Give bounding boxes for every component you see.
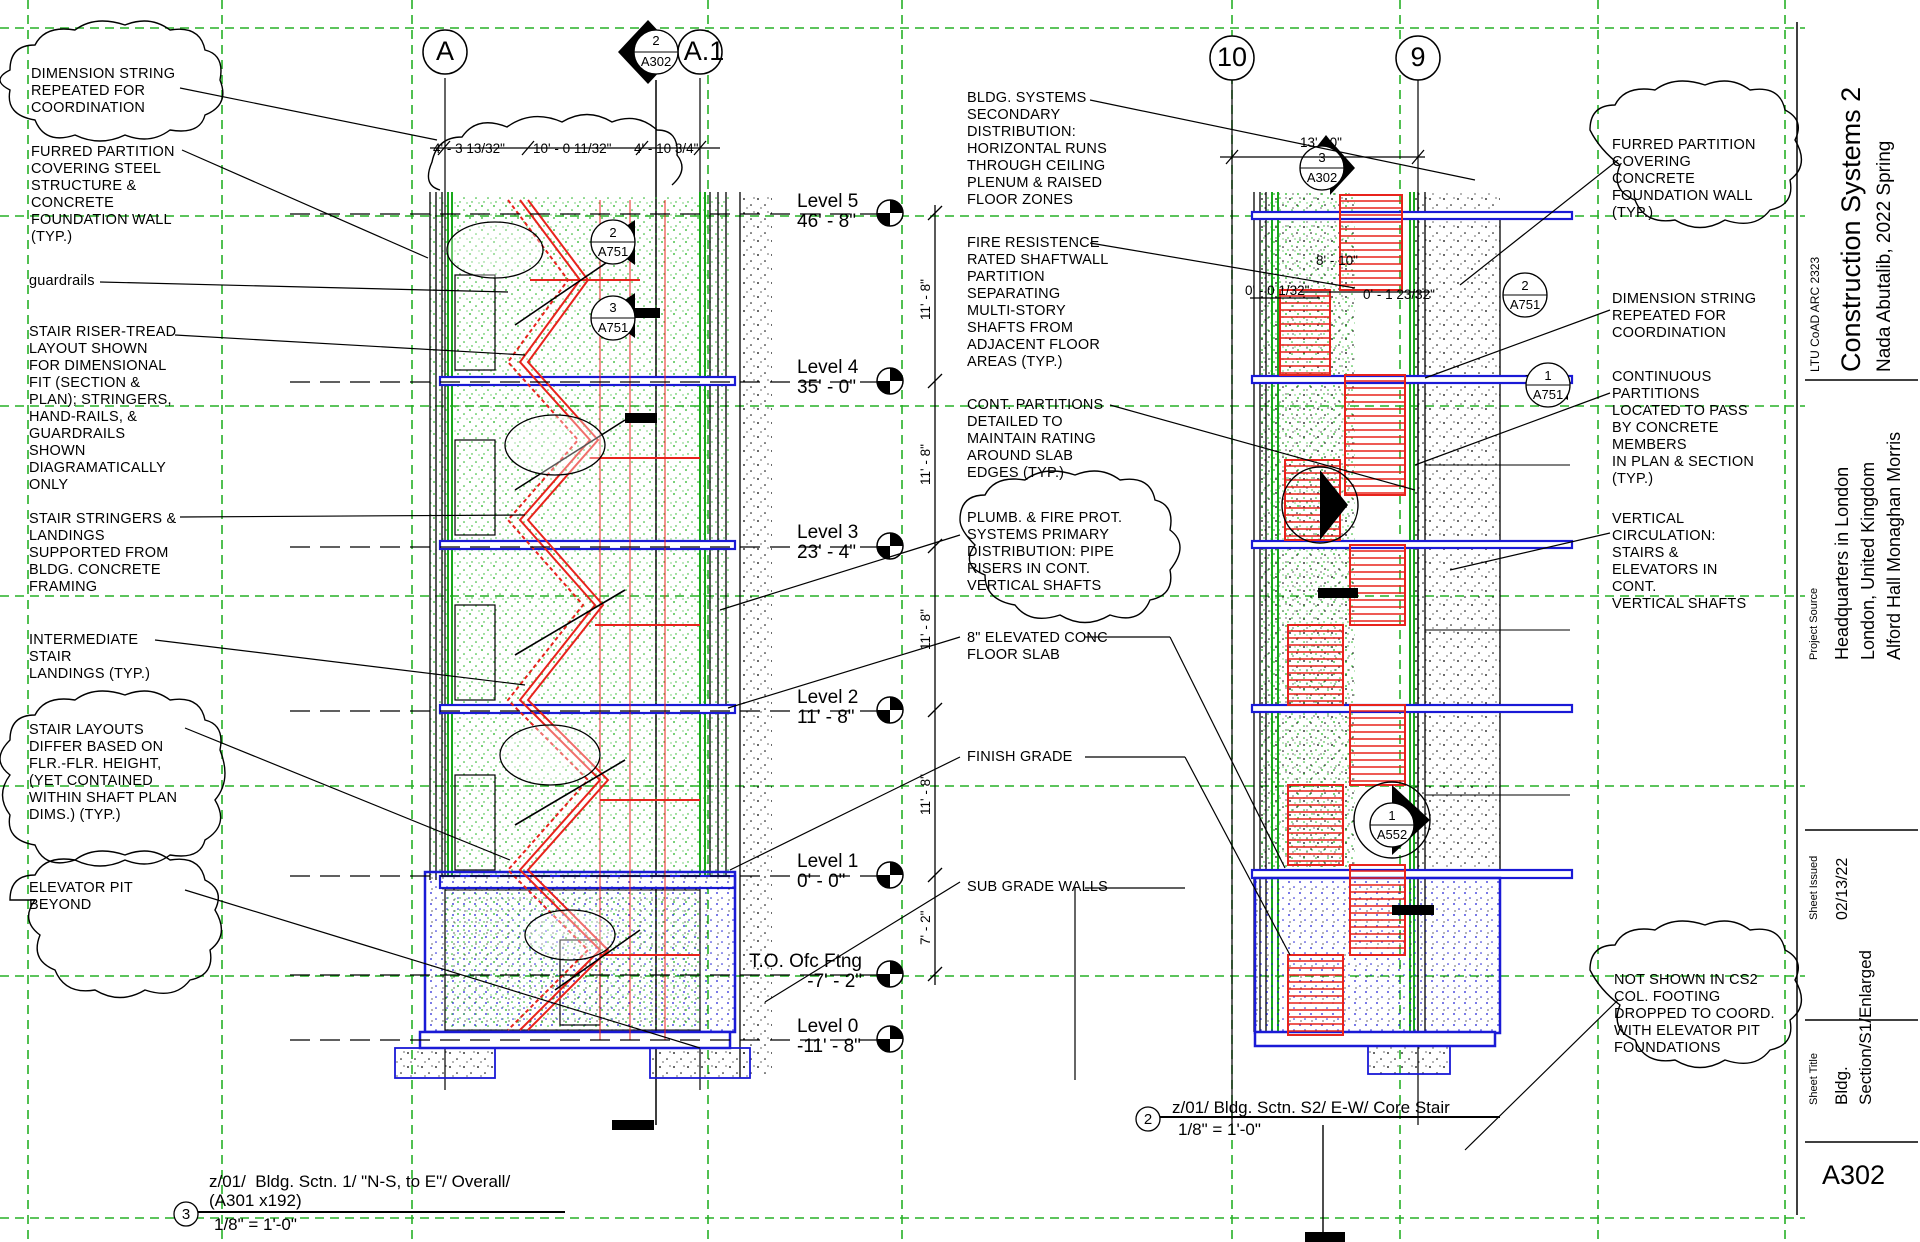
section-tag-s2-top-num: 3: [1318, 150, 1326, 165]
note-not-shown-cs2: NOT SHOWN IN CS2 COL. FOOTING DROPPED TO…: [1614, 972, 1775, 1056]
section-tag-s2-2-sheet: A751: [1532, 387, 1564, 402]
section-1-drawing: [290, 20, 943, 1130]
dim-s2-top: 13' - 0": [1300, 135, 1342, 150]
tb-project-source-label: Project Source: [1808, 587, 1820, 660]
view-2-scale: 1/8" = 1'-0": [1178, 1120, 1261, 1139]
dim-vertical-4: 11' - 8": [918, 774, 933, 815]
note-furred-partition-right: FURRED PARTITION COVERING CONCRETE FOUND…: [1612, 137, 1756, 221]
grid-bubble-9: 9: [1410, 42, 1426, 72]
section-tag-s2-3-num: 1: [1388, 808, 1396, 823]
section-tag-s2-1-num: 2: [1521, 278, 1529, 293]
note-stair-stringers: STAIR STRINGERS & LANDINGS SUPPORTED FRO…: [29, 511, 177, 595]
tb-course: LTU CoAD ARC 2323: [1808, 256, 1822, 372]
dim-vertical-3: 11' - 8": [918, 609, 933, 650]
section-tag-s2-3-sheet: A552: [1376, 827, 1408, 842]
note-bldg-systems: BLDG. SYSTEMS SECONDARY DISTRIBUTION: HO…: [967, 90, 1107, 208]
note-vertical-circulation: VERTICAL CIRCULATION: STAIRS & ELEVATORS…: [1612, 511, 1747, 612]
view-2-title: z/01/ Bldg. Sctn. S2/ E-W/ Core Stair: [1172, 1098, 1450, 1117]
revision-clouds: [0, 20, 1803, 1069]
grid-bubble-a: A: [435, 36, 454, 66]
tb-project-line3: Alford Hall Monaghan Morris: [1884, 431, 1904, 660]
view-1-title: z/01/ Bldg. Sctn. 1/ "N-S, to E"/ Overal…: [209, 1172, 511, 1210]
note-guardrails: guardrails: [29, 273, 95, 289]
title-block-frame: [1796, 22, 1918, 1215]
section-tag-s1-1-num: 2: [609, 225, 617, 240]
note-dimension-string-left: DIMENSION STRING REPEATED FOR COORDINATI…: [31, 66, 176, 116]
section-tag-s1-2-num: 3: [609, 300, 617, 315]
tb-sheet-issued: 02/13/22: [1834, 857, 1851, 920]
dim-vertical-2: 11' - 8": [918, 444, 933, 485]
note-finish-grade: FINISH GRADE: [967, 749, 1073, 765]
green-layout-grid: [0, 0, 1805, 1242]
dim-horizontal-1: 4' - 3 13/32": [433, 141, 505, 156]
section-tag-s1-2-sheet: A751: [597, 320, 629, 335]
note-sub-grade-walls: SUB GRADE WALLS: [967, 879, 1109, 895]
note-furred-partition-left: FURRED PARTITION COVERING STEEL STRUCTUR…: [31, 144, 175, 245]
tb-sheet-title-line2: Section/S1/Enlarged: [1856, 950, 1875, 1105]
tb-sheet-number: A302: [1822, 1160, 1886, 1190]
tb-sheet-issued-label: Sheet Issued: [1808, 855, 1820, 920]
level-ofc-ftng-label: T.O. Ofc Ftng-7' - 2": [749, 951, 862, 992]
section-tag-s1-1-sheet: A751: [597, 244, 629, 259]
leader-lines: [99, 87, 1619, 1151]
grid-bubble-a1: A.1: [683, 36, 725, 66]
note-cont-partitions: CONT. PARTITIONS DETAILED TO MAINTAIN RA…: [967, 397, 1104, 481]
tb-sheet-title-line1: Bldg.: [1832, 1066, 1851, 1105]
level-markers: [876, 199, 904, 1053]
dim-horizontal-2: 10' - 0 11/32": [533, 141, 612, 156]
view-1-number-bubble: [173, 1201, 199, 1227]
section-tag-top-num: 2: [652, 33, 660, 48]
view-2-number-bubble: [1135, 1106, 1161, 1132]
section-tag-top-sheet: A302: [640, 54, 672, 69]
section-2-drawing: [1209, 35, 1574, 1242]
view-1-scale: 1/8" = 1'-0": [214, 1215, 297, 1234]
tb-project-line1: Headquarters in London: [1832, 466, 1852, 660]
section-tag-s2-2-num: 1: [1544, 368, 1552, 383]
dim-horizontal-3: 4' - 10 3/4": [634, 141, 699, 156]
dim-vertical-5: 7' - 2": [918, 910, 933, 945]
note-plumb-fire-prot: PLUMB. & FIRE PROT. SYSTEMS PRIMARY DIST…: [967, 510, 1123, 594]
note-elevated-slab: 8" ELEVATED CONC FLOOR SLAB: [967, 630, 1108, 663]
note-intermediate-landings: INTERMEDIATE STAIR LANDINGS (TYP.): [29, 632, 151, 682]
dim-s2-c: 0' - 1 23/32": [1363, 287, 1435, 302]
view-1-number: 3: [181, 1206, 191, 1223]
note-stair-layouts-differ: STAIR LAYOUTS DIFFER BASED ON FLR.-FLR. …: [29, 722, 178, 823]
view-2-number: 2: [1143, 1111, 1153, 1128]
section-tag-s2-top-sheet: A302: [1306, 170, 1338, 185]
section-tag-s2-1-sheet: A751: [1509, 297, 1541, 312]
stair-run-lines: [506, 199, 610, 1031]
tb-course-title: Construction Systems 2: [1836, 86, 1866, 372]
dim-s2-b: 0' - 0 1/32": [1245, 283, 1310, 298]
note-fire-resistence: FIRE RESISTENCE RATED SHAFTWALL PARTITIO…: [967, 235, 1109, 370]
note-stair-riser-tread: STAIR RISER-TREAD LAYOUT SHOWN FOR DIMEN…: [29, 324, 177, 493]
note-elevator-pit: ELEVATOR PIT BEYOND: [29, 880, 133, 913]
tb-sheet-title-label: Sheet Title: [1808, 1053, 1820, 1105]
grid-bubble-10: 10: [1216, 42, 1248, 72]
tb-project-line2: London, United Kingdom: [1858, 461, 1878, 660]
level-0-label: Level 0-11' - 8": [797, 1016, 861, 1057]
note-continuous-partitions: CONTINUOUS PARTITIONS LOCATED TO PASS BY…: [1612, 369, 1754, 487]
note-dimension-string-right: DIMENSION STRING REPEATED FOR COORDINATI…: [1612, 291, 1757, 341]
tb-author: Nada Abutalib, 2022 Spring: [1874, 140, 1895, 372]
dim-vertical-1: 11' - 8": [918, 279, 933, 320]
dim-s2-a: 8' - 10": [1316, 253, 1358, 268]
